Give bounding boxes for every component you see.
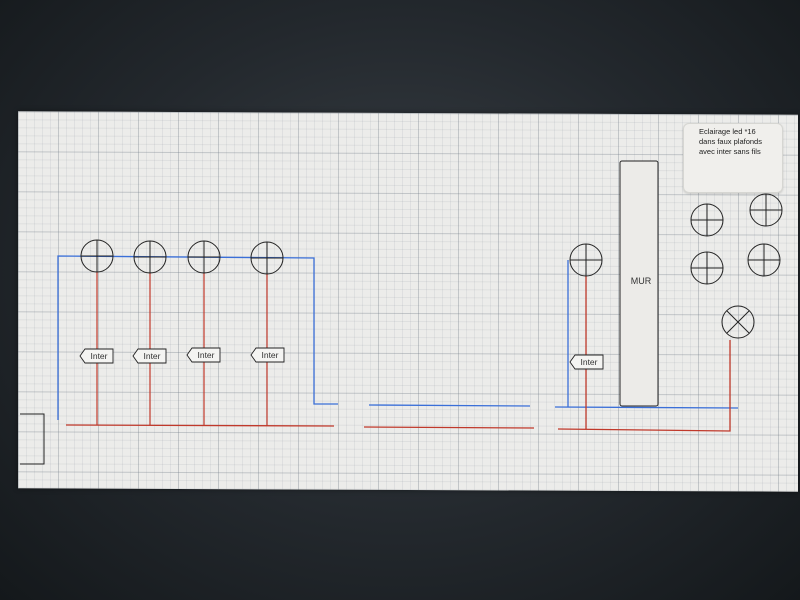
neutral-wire-left	[57, 255, 338, 420]
switch-tag-icon	[250, 347, 285, 363]
switch-label-1: Inter	[90, 351, 108, 361]
cross-circle-icon	[747, 243, 781, 277]
cross-circle-icon	[133, 240, 167, 274]
live-wire-left	[65, 424, 335, 427]
live-wire-middle	[363, 426, 535, 429]
neutral-wire-middle	[368, 404, 531, 407]
note-line-1: Eclairage led *16	[699, 127, 756, 136]
switch-tag-icon	[132, 348, 167, 364]
switch-tag-icon	[79, 348, 114, 364]
cross-circle-icon	[250, 241, 284, 275]
note-line-3: avec inter sans fils	[699, 147, 761, 156]
panel-box	[20, 413, 45, 465]
switch-tag-icon	[569, 354, 604, 370]
note-card: Eclairage led *16 dans faux plafonds ave…	[683, 123, 783, 193]
wall-mur	[619, 160, 659, 407]
cross-circle-icon	[569, 243, 603, 277]
x-circle-icon	[721, 305, 755, 339]
live-wire-right	[557, 276, 731, 432]
cross-circle-icon	[690, 251, 724, 285]
cross-circle-icon	[80, 239, 114, 273]
switch-label-5: Inter	[580, 357, 598, 367]
cross-circle-icon	[690, 203, 724, 237]
note-line-2: dans faux plafonds	[699, 137, 762, 146]
switch-label-2: Inter	[143, 351, 161, 361]
switch-tag-icon	[186, 347, 221, 363]
switch-label-3: Inter	[197, 350, 215, 360]
cross-circle-icon	[187, 240, 221, 274]
cross-circle-icon	[749, 193, 783, 227]
wall-label: MUR	[630, 276, 652, 286]
switch-label-4: Inter	[261, 350, 279, 360]
